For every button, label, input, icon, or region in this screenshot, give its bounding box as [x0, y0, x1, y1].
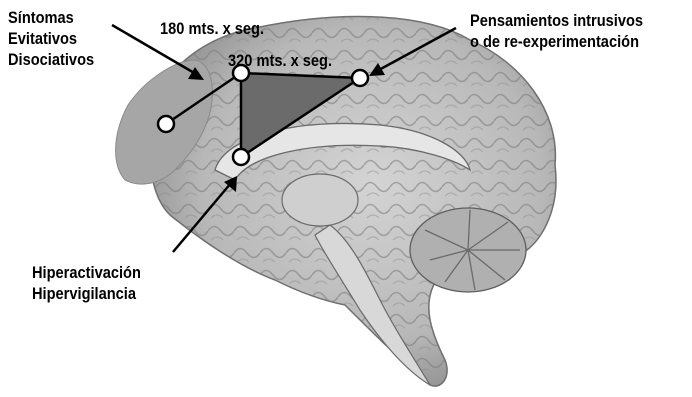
node-right [352, 70, 368, 86]
label-intrusive-line1: Pensamientos intrusivos [470, 10, 643, 31]
label-symptoms-line3: Disociativos [8, 49, 94, 70]
label-intrusive-line2: o de re-experimentación [470, 31, 643, 52]
label-hyper: Hiperactivación Hipervigilancia [32, 262, 141, 304]
label-hyper-line2: Hipervigilancia [32, 283, 141, 304]
label-speed-mid: 320 mts. x seg. [228, 50, 332, 71]
node-bottom [233, 149, 249, 165]
thalamus [282, 174, 358, 226]
label-symptoms-line1: Síntomas [8, 7, 94, 28]
label-speed-top: 180 mts. x seg. [160, 18, 264, 39]
label-hyper-line1: Hiperactivación [32, 262, 141, 283]
label-symptoms: Síntomas Evitativos Disociativos [8, 7, 94, 70]
label-intrusive: Pensamientos intrusivos o de re-experime… [470, 10, 643, 52]
label-symptoms-line2: Evitativos [8, 28, 94, 49]
node-frontal [158, 116, 174, 132]
